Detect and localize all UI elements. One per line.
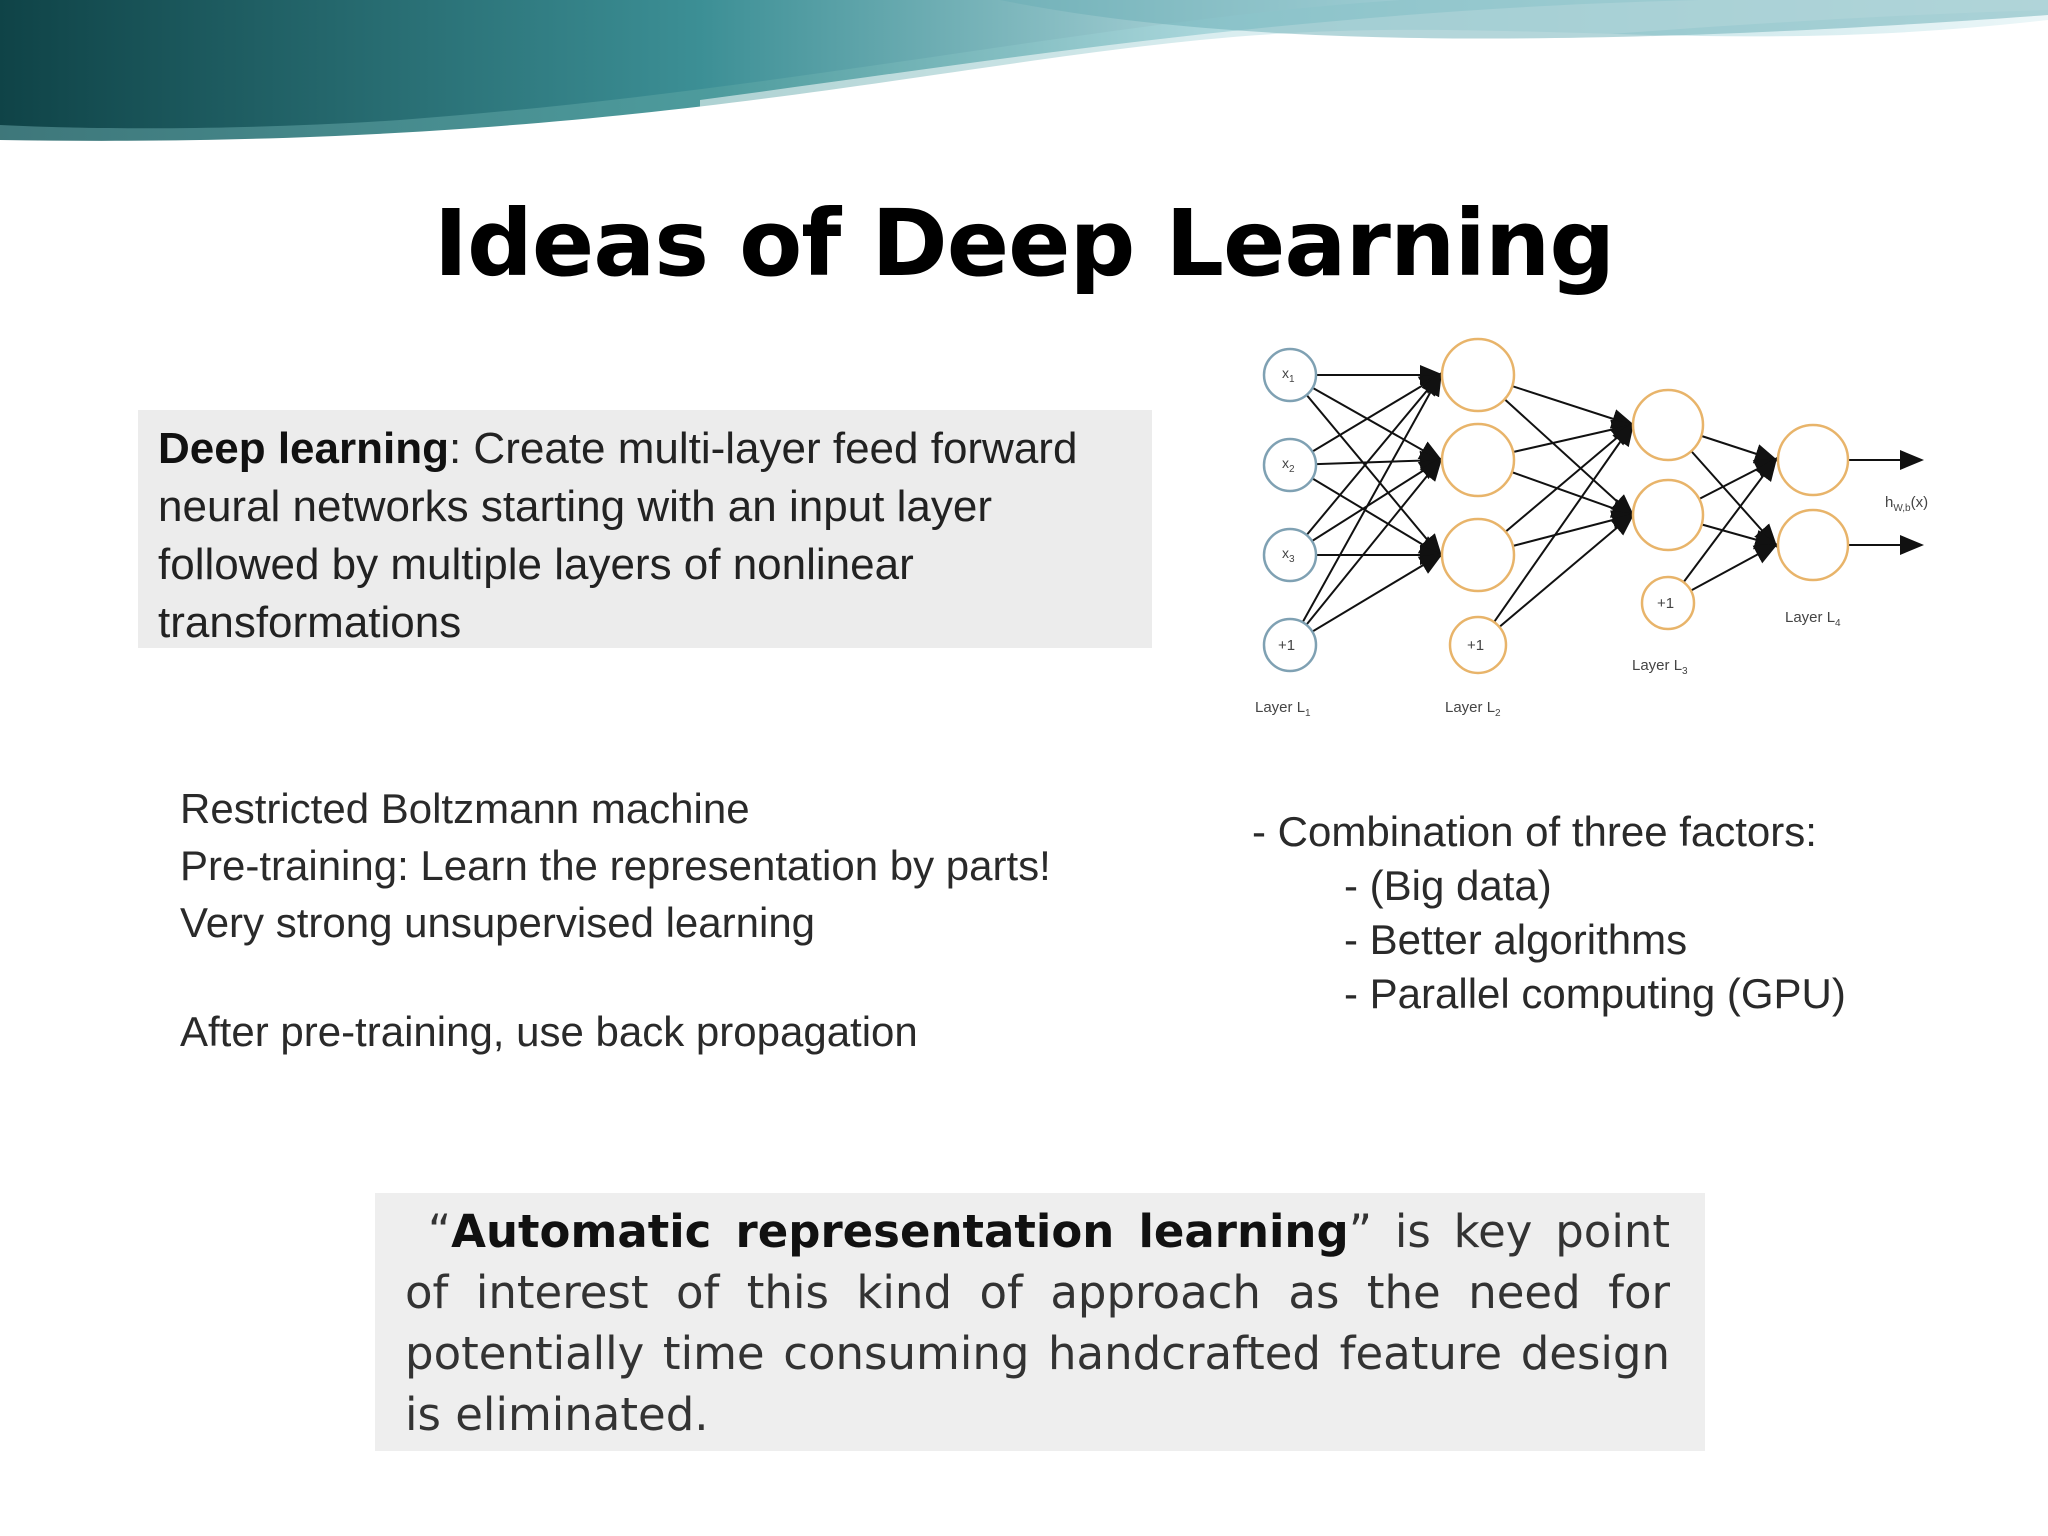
neural-network-diagram: x1 x2 x3 +1 +1 +1 hW,b(x) Layer L1 Layer… (1255, 337, 1928, 719)
definition-box: Deep learning: Create multi-layer feed f… (138, 410, 1152, 648)
rbm-line: Very strong unsupervised learning (180, 899, 816, 946)
rbm-line: Pre-training: Learn the representation b… (180, 842, 1051, 889)
quote-emphasis: Automatic representation learning (451, 1205, 1349, 1258)
input-bias-label: +1 (1278, 637, 1295, 654)
input-x1-label: x1 (1282, 365, 1295, 385)
factors-list: - Combination of three factors: - (Big d… (1252, 805, 1846, 1021)
layer-l2-label: Layer L2 (1445, 699, 1501, 719)
quote-open-mark: “ (427, 1205, 452, 1258)
definition-text: Deep learning: Create multi-layer feed f… (158, 420, 1148, 652)
output-label: hW,b(x) (1885, 494, 1928, 514)
factor-item: - Better algorithms (1344, 916, 1688, 963)
layer-l1-label: Layer L1 (1255, 699, 1311, 719)
input-x3-label: x3 (1282, 545, 1295, 565)
factor-item: - (Big data) (1344, 862, 1552, 909)
rbm-notes: Restricted Boltzmann machine Pre-trainin… (180, 780, 1051, 1060)
quote-text: “Automatic representation learning” is k… (405, 1201, 1670, 1445)
input-x2-label: x2 (1282, 455, 1295, 475)
decorative-banner (0, 0, 2048, 141)
factors-heading: - Combination of three factors: (1252, 808, 1817, 855)
layer-l4-label: Layer L4 (1785, 609, 1841, 629)
definition-body: : Create multi-layer feed forward neural… (158, 424, 1078, 647)
factor-item: - Parallel computing (GPU) (1344, 970, 1846, 1017)
definition-term: Deep learning (158, 424, 449, 473)
rbm-line: Restricted Boltzmann machine (180, 785, 750, 832)
quote-box: “Automatic representation learning” is k… (375, 1193, 1705, 1451)
backprop-note: After pre-training, use back propagation (180, 1008, 918, 1055)
layer3-bias-label: +1 (1657, 595, 1674, 612)
quote-body: ” is key point of interest of this kind … (405, 1205, 1670, 1441)
slide-title: Ideas of Deep Learning (433, 190, 1616, 297)
layer-l3-label: Layer L3 (1632, 657, 1688, 677)
layer2-bias-label: +1 (1467, 637, 1484, 654)
